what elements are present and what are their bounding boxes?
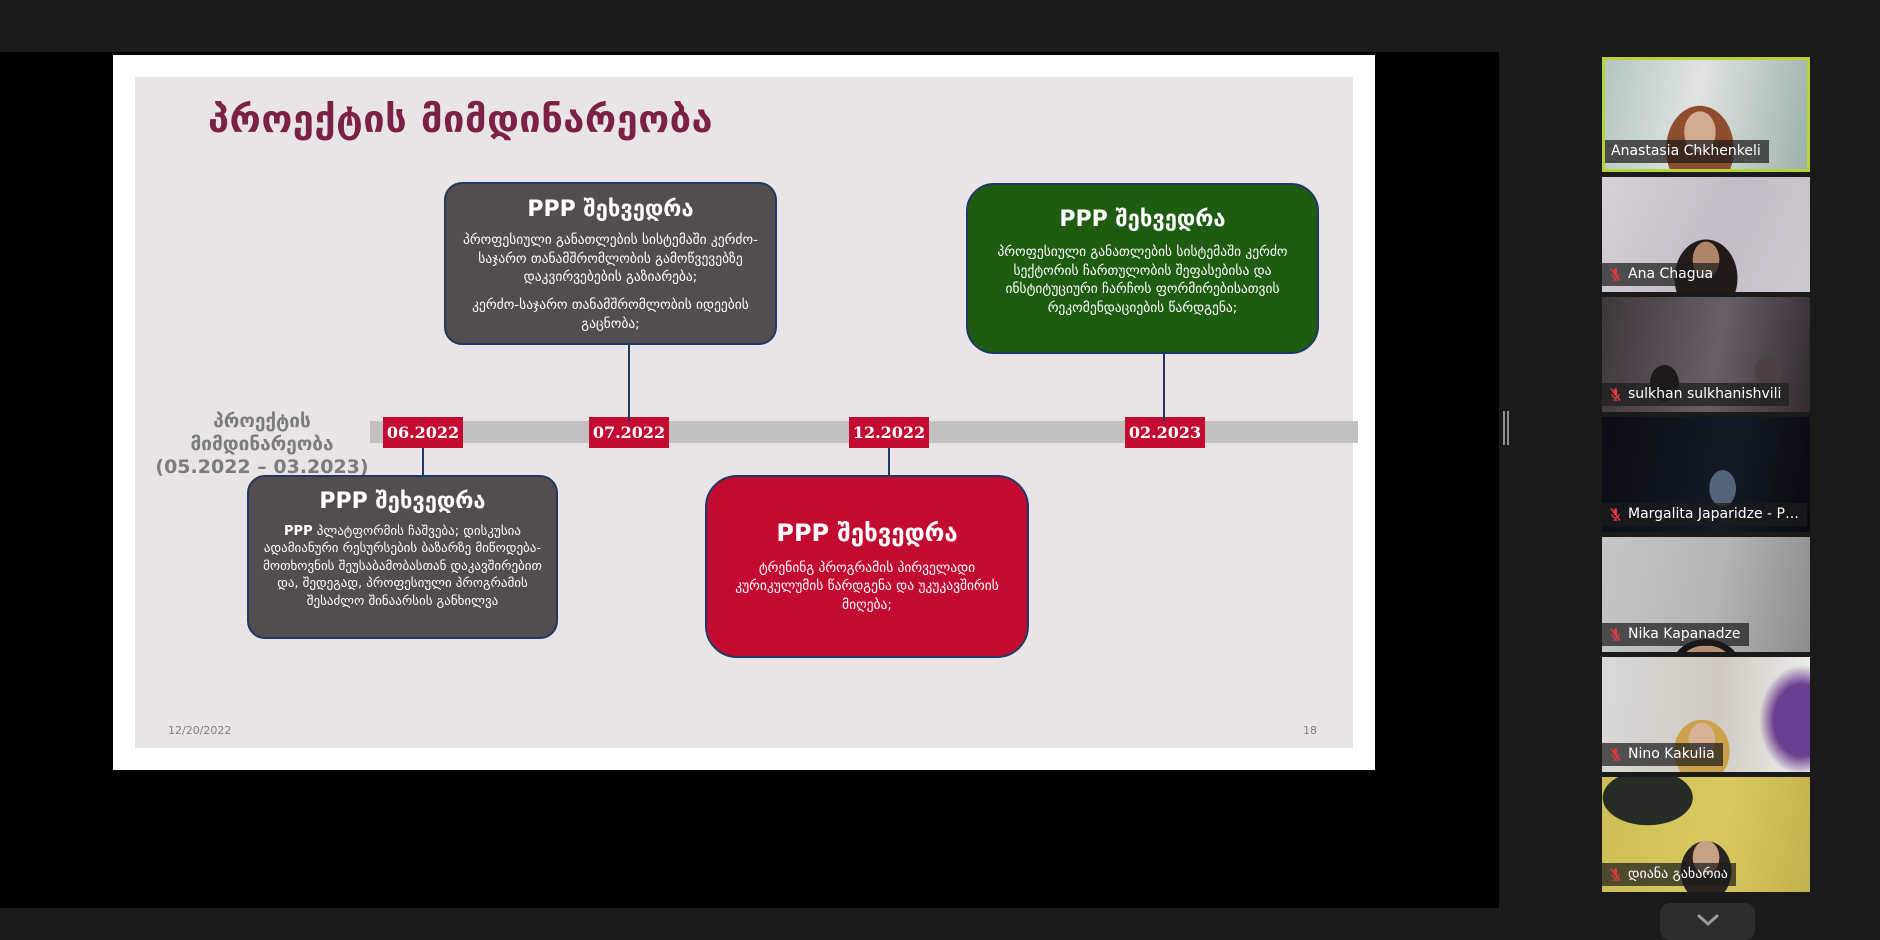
participant-name: sulkhan sulkhanishvili bbox=[1628, 386, 1782, 402]
participant-tile-anastasia[interactable]: Anastasia Chkhenkeli bbox=[1602, 57, 1810, 172]
screen-share-area: პროექტის მიმდინარეობა PPP შეხვედრა პროფე… bbox=[0, 52, 1499, 908]
participant-name-bar: Nika Kapanadze bbox=[1602, 623, 1749, 646]
timeline-label: პროექტის მიმდინარეობა (05.2022 – 03.2023… bbox=[155, 410, 369, 478]
participant-name-bar: Anastasia Chkhenkeli bbox=[1605, 140, 1769, 163]
participant-name-bar: დიანა გახარია bbox=[1602, 863, 1736, 886]
box-body: პროფესიული განათლების სისტემაში კერძო-სა… bbox=[463, 232, 758, 286]
participant-name-bar: Ana Chagua bbox=[1602, 263, 1722, 286]
chevron-down-icon bbox=[1697, 914, 1719, 929]
box-title: PPP შეხვედრა bbox=[776, 518, 958, 547]
timeline-milestone: 02.2023 bbox=[1125, 417, 1205, 448]
participant-tile-margalita[interactable]: Margalita Japaridze - P… bbox=[1602, 417, 1810, 532]
participant-name-bar: Nino Kakulia bbox=[1602, 743, 1723, 766]
participant-name: დიანა გახარია bbox=[1628, 866, 1728, 882]
muted-mic-icon bbox=[1608, 267, 1623, 282]
box-body: კერძო-საჯარო თანამშრომლობის იდეების გაცნ… bbox=[472, 296, 749, 332]
box-title: PPP შეხვედრა bbox=[319, 489, 486, 514]
milestone-box-bottom-gray: PPP შეხვედრა PPP პლატფორმის ჩაშვება; დის… bbox=[247, 475, 558, 639]
muted-mic-icon bbox=[1608, 507, 1623, 522]
timeline-milestone: 06.2022 bbox=[383, 417, 463, 448]
box-title: PPP შეხვედრა bbox=[1059, 207, 1226, 232]
muted-mic-icon bbox=[1608, 387, 1623, 402]
participant-tile-nika[interactable]: Nika Kapanadze bbox=[1602, 537, 1810, 652]
connector-line bbox=[888, 448, 890, 475]
participant-tile-sulkhan[interactable]: sulkhan sulkhanishvili bbox=[1602, 297, 1810, 412]
box-body: PPP პლატფორმის ჩაშვება; დისკუსია ადამიან… bbox=[263, 524, 542, 609]
participant-name: Nika Kapanadze bbox=[1628, 626, 1741, 642]
box-title: PPP შეხვედრა bbox=[527, 197, 694, 222]
muted-mic-icon bbox=[1608, 627, 1623, 642]
connector-line bbox=[1163, 354, 1165, 421]
participant-name-bar: Margalita Japaridze - P… bbox=[1602, 503, 1807, 526]
milestone-box-top-gray: PPP შეხვედრა პროფესიული განათლების სისტე… bbox=[444, 182, 777, 345]
box-body: პროფესიული განათლების სისტემაში კერძო სე… bbox=[997, 244, 1288, 316]
participant-tile-ana[interactable]: Ana Chagua bbox=[1602, 177, 1810, 292]
muted-mic-icon bbox=[1608, 747, 1623, 762]
timeline-milestone: 07.2022 bbox=[589, 417, 669, 448]
slide-title: პროექტის მიმდინარეობა bbox=[208, 97, 714, 141]
participant-name: Ana Chagua bbox=[1628, 266, 1714, 282]
slide-page-number: 18 bbox=[1303, 724, 1317, 737]
box-body: ტრენინგ პროგრამის პირველადი კურიკულუმის … bbox=[735, 559, 999, 613]
participant-name: Anastasia Chkhenkeli bbox=[1611, 143, 1761, 159]
presentation-slide: პროექტის მიმდინარეობა PPP შეხვედრა პროფე… bbox=[113, 55, 1375, 770]
participant-tile-nino[interactable]: Nino Kakulia bbox=[1602, 657, 1810, 772]
panel-resize-handle[interactable] bbox=[1503, 411, 1511, 445]
connector-line bbox=[628, 345, 630, 421]
participant-name: Nino Kakulia bbox=[1628, 746, 1715, 762]
timeline-milestone: 12.2022 bbox=[849, 417, 929, 448]
participant-name: Margalita Japaridze - P… bbox=[1628, 506, 1799, 522]
slide-footer-date: 12/20/2022 bbox=[168, 724, 232, 737]
milestone-box-green: PPP შეხვედრა პროფესიული განათლების სისტე… bbox=[966, 183, 1319, 354]
collapse-gallery-button[interactable] bbox=[1660, 903, 1755, 940]
milestone-box-crimson: PPP შეხვედრა ტრენინგ პროგრამის პირველადი… bbox=[705, 475, 1029, 658]
participant-tile-diana[interactable]: დიანა გახარია bbox=[1602, 777, 1810, 892]
muted-mic-icon bbox=[1608, 867, 1623, 882]
slide-content: პროექტის მიმდინარეობა PPP შეხვედრა პროფე… bbox=[135, 77, 1358, 748]
participant-tiles: Anastasia Chkhenkeli Ana Chagua bbox=[1602, 57, 1810, 897]
participants-panel: Anastasia Chkhenkeli Ana Chagua bbox=[1499, 0, 1880, 940]
participant-name-bar: sulkhan sulkhanishvili bbox=[1602, 383, 1790, 406]
connector-line bbox=[422, 448, 424, 475]
